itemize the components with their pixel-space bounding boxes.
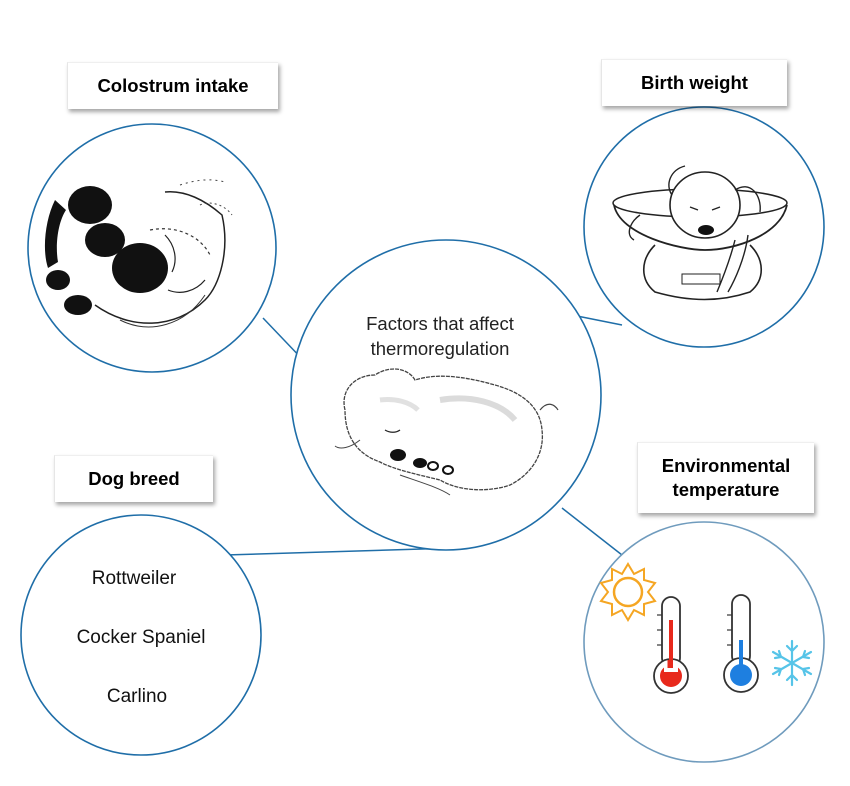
snowflake-icon bbox=[771, 639, 813, 687]
thermometer-cold-icon bbox=[723, 594, 759, 693]
connector-environment bbox=[561, 507, 623, 556]
breed-item: Rottweiler bbox=[91, 568, 177, 589]
center-title: Factors that affect thermoregulation bbox=[366, 313, 514, 359]
puppy-on-scale-drawing bbox=[612, 165, 788, 301]
label-environmental-temperature: Environmental temperature bbox=[637, 442, 814, 513]
label-colostrum-intake: Colostrum intake bbox=[67, 62, 278, 109]
sun-icon bbox=[599, 562, 657, 622]
connector-dog-breed bbox=[224, 547, 456, 556]
breed-item: Cocker Spaniel bbox=[76, 627, 206, 648]
puppies-nursing-drawing bbox=[44, 179, 233, 328]
thermometer-hot-icon bbox=[653, 596, 689, 694]
circle-dog-breed bbox=[20, 514, 262, 756]
label-birth-weight: Birth weight bbox=[601, 59, 787, 106]
label-dog-breed: Dog breed bbox=[54, 455, 213, 502]
circle-environment bbox=[583, 521, 825, 763]
breed-item: Carlino bbox=[106, 686, 168, 707]
sleeping-puppy-drawing bbox=[334, 368, 559, 496]
